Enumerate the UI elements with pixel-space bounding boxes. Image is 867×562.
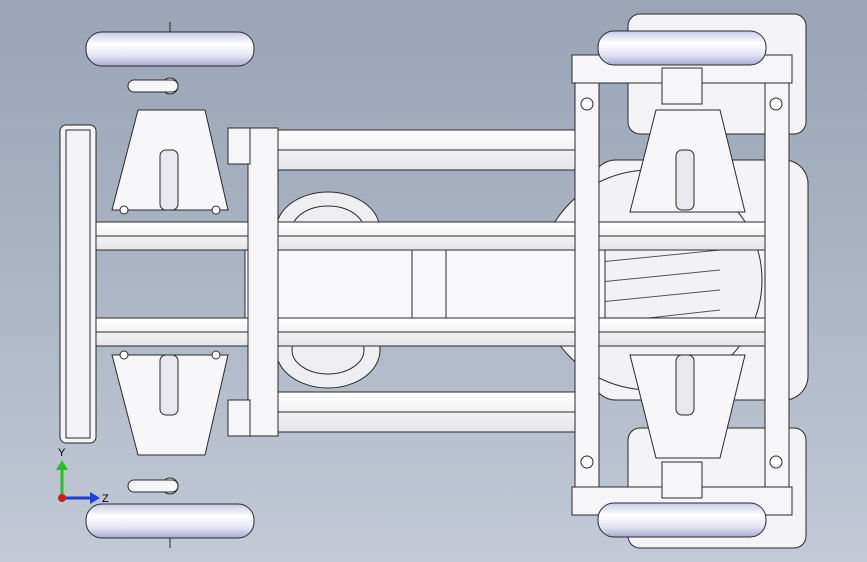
z-axis-label: Z	[102, 493, 109, 505]
rear-suspension	[629, 67, 746, 499]
front-suspension	[111, 77, 229, 495]
y-axis-label: Y	[58, 447, 66, 459]
front-bumper	[59, 124, 97, 444]
chassis-rails	[59, 129, 776, 433]
orientation-triad: Y Z	[56, 447, 109, 505]
front-wheels	[85, 22, 255, 548]
x-axis-dot	[58, 494, 66, 502]
rear-wheels	[597, 30, 767, 538]
bolt-heads	[119, 97, 783, 469]
